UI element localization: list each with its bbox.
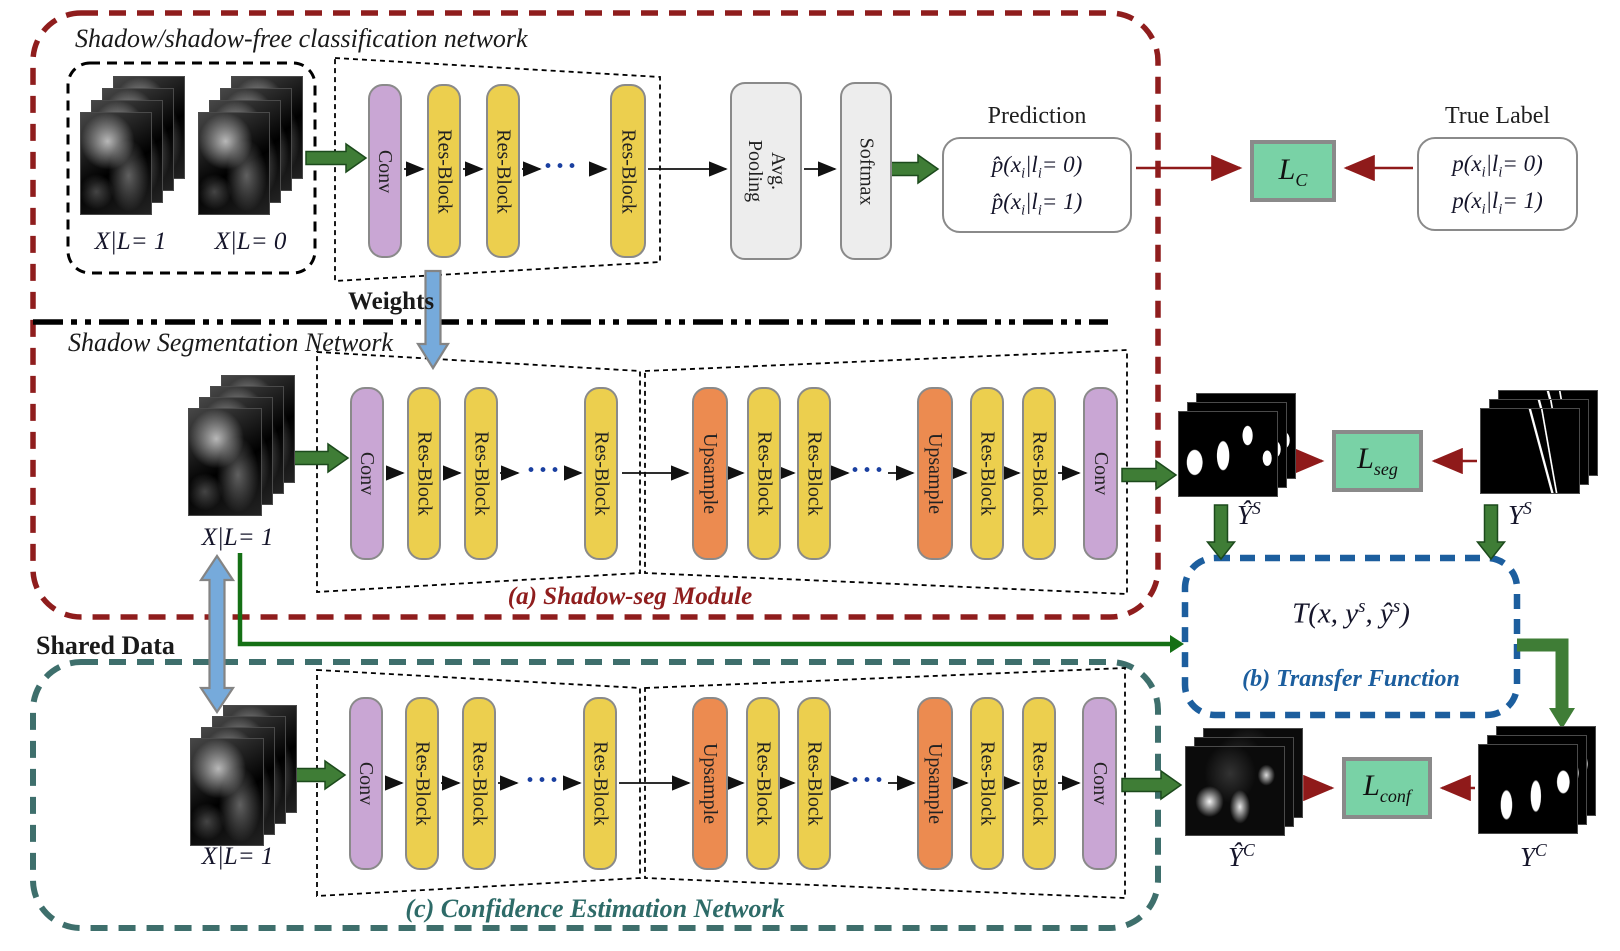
- cls-res-block-2: Res-Block: [486, 84, 520, 258]
- prediction-box: p̂(xi|li= 0) p̂(xi|li= 1): [942, 137, 1132, 233]
- network-trapezoids: [316, 57, 1128, 899]
- conf-res-d2: Res-Block: [797, 697, 831, 870]
- segmentation-network-title: Shadow Segmentation Network: [68, 328, 393, 357]
- pred-conf-map-label: ŶC: [1228, 840, 1255, 872]
- seg-conv-in: Conv: [350, 387, 384, 560]
- seg-upsample-2: Upsample: [917, 387, 953, 560]
- transfer-function-expression: T(x, ys, ŷs): [1292, 596, 1410, 630]
- seg-res-d4: Res-Block: [1022, 387, 1056, 560]
- conf-res-d4: Res-Block: [1022, 697, 1056, 870]
- conf-dec-ellipsis: ···: [849, 763, 887, 797]
- caption-shadow-seg-module: (a) Shadow-seg Module: [507, 583, 753, 610]
- seg-input-label: X|L= 1: [201, 524, 274, 551]
- loss-conf-box: Lconf: [1342, 757, 1432, 819]
- input-stack-shadow: [80, 76, 185, 215]
- shared-input-arrowhead: [1170, 635, 1184, 653]
- conf-conv-out: Conv: [1082, 697, 1117, 870]
- conf-res-d1: Res-Block: [746, 697, 780, 870]
- seg-res-1: Res-Block: [407, 387, 441, 560]
- prediction-line-2: p̂(xi|li= 1): [991, 189, 1083, 219]
- caption-confidence-network: (c) Confidence Estimation Network: [405, 894, 785, 923]
- seg-enc-ellipsis: ···: [525, 453, 563, 487]
- classification-network-title: Shadow/shadow-free classification networ…: [75, 24, 528, 53]
- conf-upsample-2: Upsample: [917, 697, 953, 870]
- prediction-line-1: p̂(xi|li= 0): [991, 152, 1083, 182]
- conf-enc-ellipsis: ···: [524, 763, 562, 797]
- true-label-line-2: p(xi|li= 1): [1452, 188, 1543, 218]
- loss-classification-box: LC: [1250, 140, 1336, 202]
- true-label-title: True Label: [1444, 103, 1551, 129]
- shared-data-arrow: [198, 554, 236, 714]
- green-arrows: [289, 142, 1507, 801]
- seg-conv-out: Conv: [1083, 387, 1118, 560]
- transfer-output-arrowhead: [1549, 708, 1575, 729]
- section-c-border: [30, 659, 1161, 931]
- conf-upsample-1: Upsample: [692, 697, 728, 870]
- gt-conf-map-label: YC: [1520, 840, 1547, 872]
- weights-arrow: [416, 269, 450, 371]
- cls-res-block-1: Res-Block: [427, 84, 461, 258]
- true-label-box: p(xi|li= 0) p(xi|li= 1): [1417, 137, 1578, 231]
- seg-res-d3: Res-Block: [970, 387, 1004, 560]
- cls-conv-block: Conv: [368, 84, 402, 258]
- conf-res-1: Res-Block: [405, 697, 439, 870]
- shared-input-line: [237, 553, 1170, 647]
- caption-transfer-function: (b) Transfer Function: [1242, 666, 1460, 692]
- cls-res-block-n: Res-Block: [610, 84, 646, 258]
- conf-res-2: Res-Block: [462, 697, 496, 870]
- flow-arrows: [385, 161, 1081, 791]
- conf-input-label: X|L= 1: [201, 843, 274, 870]
- gt-conf-map-stack: [1478, 726, 1596, 834]
- prediction-title: Prediction: [987, 103, 1087, 129]
- avg-pooling-block: Avg. Pooling: [730, 82, 802, 260]
- seg-input-stack: [188, 375, 295, 516]
- cls-ellipsis: ···: [542, 149, 580, 183]
- seg-dec-ellipsis: ···: [849, 453, 887, 487]
- pred-seg-mask-stack: [1178, 393, 1296, 497]
- seg-res-d1: Res-Block: [747, 387, 781, 560]
- true-label-line-1: p(xi|li= 0): [1452, 151, 1543, 181]
- pred-seg-mask-label: ŶS: [1237, 498, 1261, 530]
- conf-res-d3: Res-Block: [970, 697, 1004, 870]
- input-label-xl0: X|L= 0: [214, 228, 287, 255]
- loss-arrows: [1136, 154, 1477, 802]
- pred-conf-map-stack: [1185, 728, 1303, 836]
- conf-input-stack: [190, 705, 297, 846]
- input-stack-shadow-free: [198, 76, 303, 215]
- shared-data-label: Shared Data: [36, 631, 175, 660]
- seg-res-n: Res-Block: [584, 387, 618, 560]
- softmax-block: Softmax: [840, 82, 892, 260]
- seg-res-2: Res-Block: [464, 387, 498, 560]
- blue-arrows: [198, 269, 450, 714]
- loss-seg-box: Lseg: [1332, 430, 1423, 492]
- input-label-xl1: X|L= 1: [94, 228, 167, 255]
- weights-label: Weights: [348, 288, 435, 315]
- transfer-output-arrow: [1517, 638, 1569, 711]
- seg-res-d2: Res-Block: [797, 387, 831, 560]
- gt-seg-mask-label: YS: [1508, 498, 1532, 530]
- conf-conv-in: Conv: [349, 697, 383, 870]
- section-b-border: [1181, 554, 1521, 719]
- seg-upsample-1: Upsample: [692, 387, 728, 560]
- conf-res-n: Res-Block: [583, 697, 617, 870]
- gt-seg-mask-stack: [1480, 390, 1598, 494]
- section-a-border: [30, 10, 1161, 620]
